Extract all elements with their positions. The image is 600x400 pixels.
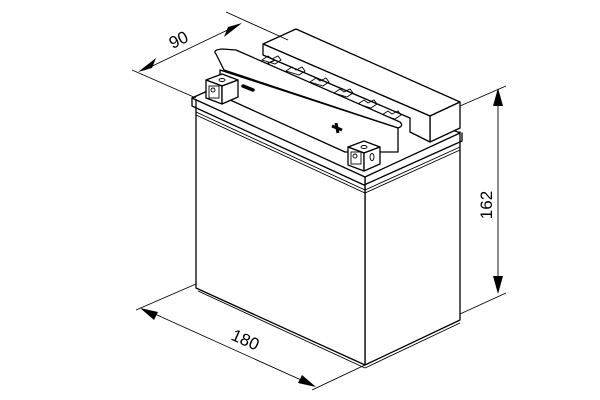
terminal-strap: [214, 48, 403, 153]
dimension-length: 180: [135, 283, 366, 391]
positive-terminal-mark: [331, 122, 343, 134]
positive-terminal: [347, 140, 381, 172]
negative-terminal-mark: [241, 84, 255, 92]
dimension-height-label: 162: [477, 191, 496, 219]
dimension-height: 162: [459, 85, 507, 315]
dimension-length-label: 180: [228, 326, 262, 355]
negative-terminal: [205, 73, 239, 105]
vent-cover: [260, 28, 461, 143]
